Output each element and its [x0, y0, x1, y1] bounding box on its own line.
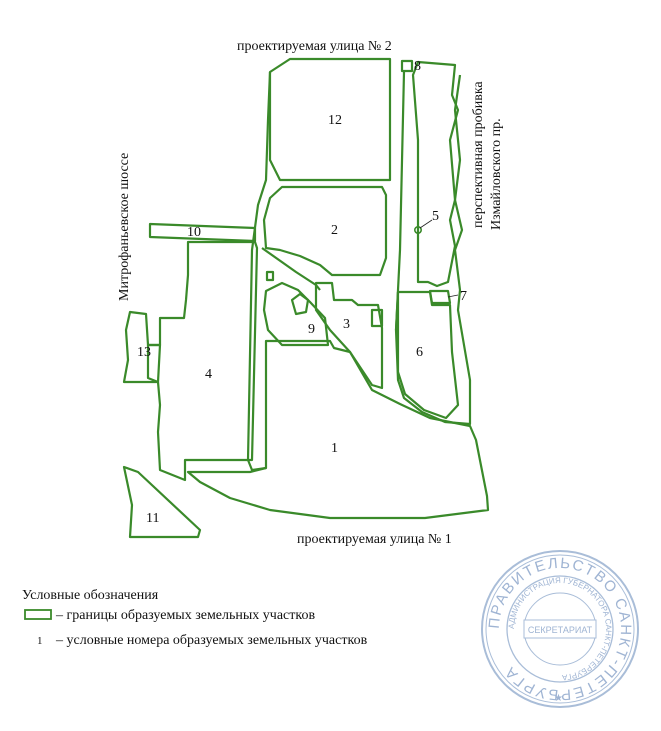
parcel-3-small [370, 308, 384, 328]
plot-number-10: 10 [187, 225, 201, 240]
parcel-2 [262, 185, 388, 277]
parcel-6 [396, 290, 460, 420]
plot-number-3: 3 [343, 317, 350, 332]
legend-boundary-text: – границы образуемых земельных участков [55, 608, 315, 623]
plot-number-5: 5 [432, 209, 439, 224]
legend-number-text: – условные номера образуемых земельных у… [55, 633, 368, 648]
parcel-4 [146, 240, 259, 482]
parcel-1 [186, 339, 490, 520]
parcel-frame-west [246, 71, 272, 472]
parcel-5-line [394, 291, 400, 331]
plot-number-9: 9 [308, 322, 315, 337]
plot-5-marker [413, 226, 422, 235]
stamp-center-text: СЕКРЕТАРИАТ [528, 625, 593, 635]
plot-number-2: 2 [331, 223, 338, 238]
plot-number-7: 7 [460, 289, 467, 304]
parcel-9 [262, 281, 330, 347]
parcel-13 [122, 310, 162, 384]
plot-number-1: 1 [331, 441, 338, 456]
legend-boundary-swatch [24, 609, 52, 620]
plot-5-leader [419, 219, 433, 229]
legend: Условные обозначения – границы образуемы… [22, 588, 368, 648]
plot-number-8: 8 [414, 59, 421, 74]
plot-number-4: 4 [205, 367, 212, 382]
street-label-east-line1: перспективная пробивка [471, 81, 486, 228]
street-label-west: Митрофаньевское шоссе [117, 153, 132, 301]
parcel-8 [400, 59, 414, 73]
street-label-south: проектируемая улица № 1 [297, 532, 452, 547]
street-label-north: проектируемая улица № 2 [237, 39, 392, 54]
official-stamp: ПРАВИТЕЛЬСТВО САНКТ-ПЕТЕРБУРГА АДМИНИСТР… [481, 550, 639, 708]
parcel-7 [428, 289, 452, 305]
parcel-10 [148, 222, 257, 243]
parcel-5 [411, 60, 460, 288]
parcel-boundaries [122, 57, 490, 539]
plot-number-11: 11 [146, 511, 159, 526]
plot-7-leader [447, 294, 459, 298]
street-label-east-line2: Измайловского пр. [489, 118, 504, 230]
parcel-9-marker [265, 270, 275, 282]
legend-number-sample: 1 [37, 635, 43, 647]
parcel-11 [122, 465, 202, 539]
parcel-frame-east [394, 71, 472, 426]
parcel-9-inner [290, 292, 310, 316]
legend-title: Условные обозначения [22, 588, 159, 603]
plot-number-6: 6 [416, 345, 423, 360]
plot-number-12: 12 [328, 113, 342, 128]
parcel-diagonal [261, 247, 321, 291]
svg-text:★: ★ [554, 693, 563, 704]
parcel-3 [314, 281, 384, 390]
plot-number-13: 13 [137, 345, 151, 360]
